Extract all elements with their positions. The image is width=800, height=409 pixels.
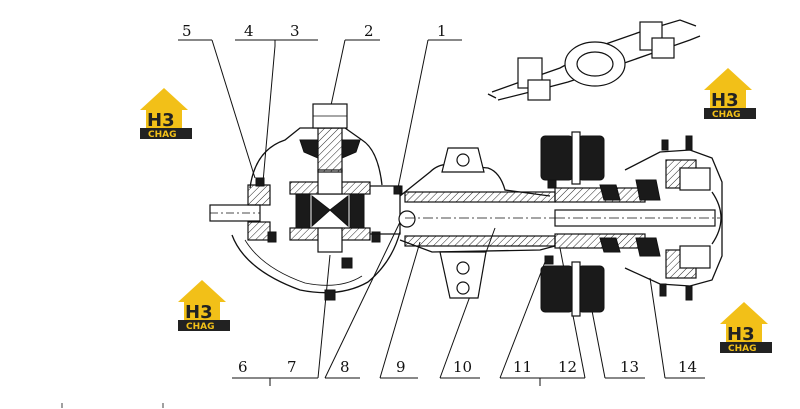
part-label-4: 4 (244, 22, 254, 40)
watermark-caption: CHAG (728, 344, 757, 354)
watermark-logo-2: H3 CHAG (704, 68, 756, 120)
part-label-9: 9 (396, 358, 406, 376)
part-label-7: 7 (287, 358, 297, 376)
part-label-1: 1 (437, 22, 447, 40)
part-label-6: 6 (238, 358, 248, 376)
differential-housing (209, 103, 416, 301)
part-label-10: 10 (453, 358, 472, 376)
watermark-logo-4: H3 CHAG (720, 302, 772, 354)
part-label-5: 5 (182, 22, 192, 40)
watermark-mark: H3 (711, 90, 739, 111)
part-label-14: 14 (678, 358, 697, 376)
part-label-12: 12 (558, 358, 577, 376)
axle-tube (399, 147, 560, 299)
part-label-3: 3 (290, 22, 300, 40)
watermark-caption: CHAG (186, 322, 215, 332)
part-label-2: 2 (364, 22, 374, 40)
watermark-caption: CHAG (712, 110, 741, 120)
watermark-mark: H3 (147, 110, 175, 131)
part-label-11: 11 (513, 358, 532, 376)
watermark-mark: H3 (185, 302, 213, 323)
watermark-logo-3: H3 CHAG (178, 280, 230, 332)
brake-hub-assembly (540, 131, 723, 317)
stray-marks (61, 403, 164, 408)
part-label-8: 8 (340, 358, 350, 376)
part-label-13: 13 (620, 358, 639, 376)
part-labels: 5 4 3 2 1 6 7 8 9 10 11 12 13 14 (182, 22, 697, 376)
watermark-logo-1: H3 CHAG (140, 88, 192, 140)
watermark-mark: H3 (727, 324, 755, 345)
axle-isometric-view (487, 19, 701, 101)
watermark-caption: CHAG (148, 130, 177, 140)
